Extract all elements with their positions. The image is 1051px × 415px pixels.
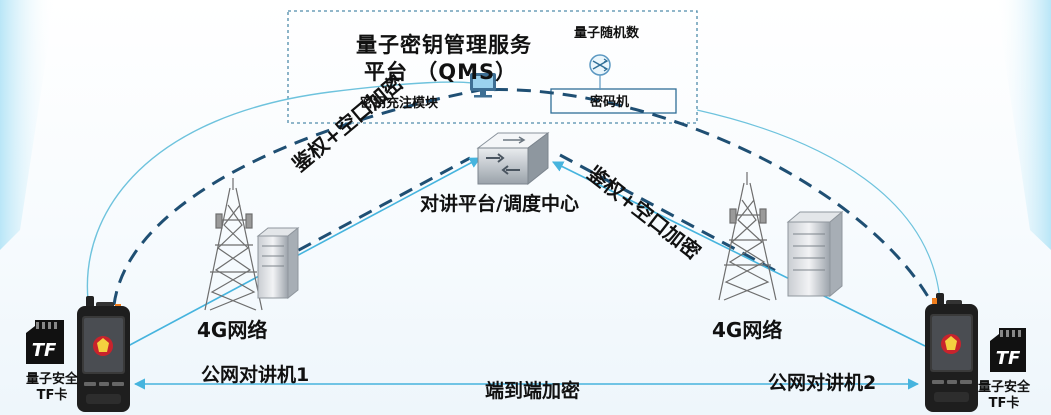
qms-subtitle: 平台 （QMS） [364, 60, 518, 84]
walkie-talkie-icon [925, 293, 978, 412]
qms-box [287, 10, 698, 124]
cell-tower-icon [204, 178, 263, 311]
right-light-beam [996, 0, 1051, 250]
link-phone1-platform [127, 157, 481, 347]
tf-card-caption-left: 量子安全 TF卡 [26, 372, 78, 404]
cipher-box [550, 88, 677, 114]
tf-logo-left: TF [32, 340, 57, 361]
link-phone2-platform [551, 161, 926, 347]
right-thin-arc [696, 109, 941, 301]
key-fill-arc [86, 81, 479, 301]
dashed-right-to-platform [559, 153, 779, 274]
tf-logo-right: TF [996, 348, 1021, 369]
tf-card-icon: TF [26, 320, 64, 364]
qms-title: 量子密钥管理服务 [356, 33, 532, 57]
tf-card-caption-line: 量子安全 [978, 380, 1031, 395]
tf-card-icon: TF [990, 328, 1026, 372]
cell-tower-icon [718, 172, 777, 301]
random-number-label: 量子随机数 [574, 26, 640, 41]
tf-card-caption-line: 量子安全 [26, 372, 79, 387]
switch-router-icon [476, 132, 550, 186]
end-to-end-label: 端到端加密 [485, 380, 581, 402]
terminal-label-left: 公网对讲机1 [201, 364, 310, 386]
dashed-left-to-platform [257, 156, 471, 274]
tf-card-caption-right: 量子安全 TF卡 [978, 380, 1030, 412]
network-label-right: 4G网络 [712, 318, 783, 342]
random-number-icon [589, 54, 611, 90]
network-label-left: 4G网络 [197, 318, 268, 342]
tf-card-caption-line: TF卡 [36, 388, 68, 403]
cipher-machine-label: 密码机 [590, 95, 630, 110]
left-light-beam [0, 0, 55, 250]
key-fill-module-label: 密钥充注模块 [360, 96, 439, 111]
terminal-label-right: 公网对讲机2 [768, 372, 877, 394]
monitor-icon [470, 73, 496, 98]
walkie-talkie-icon [77, 296, 130, 412]
tf-card-caption-line: TF卡 [988, 396, 1020, 411]
platform-label: 对讲平台/调度中心 [420, 193, 579, 215]
server-icon [786, 210, 844, 298]
server-icon [256, 226, 300, 300]
